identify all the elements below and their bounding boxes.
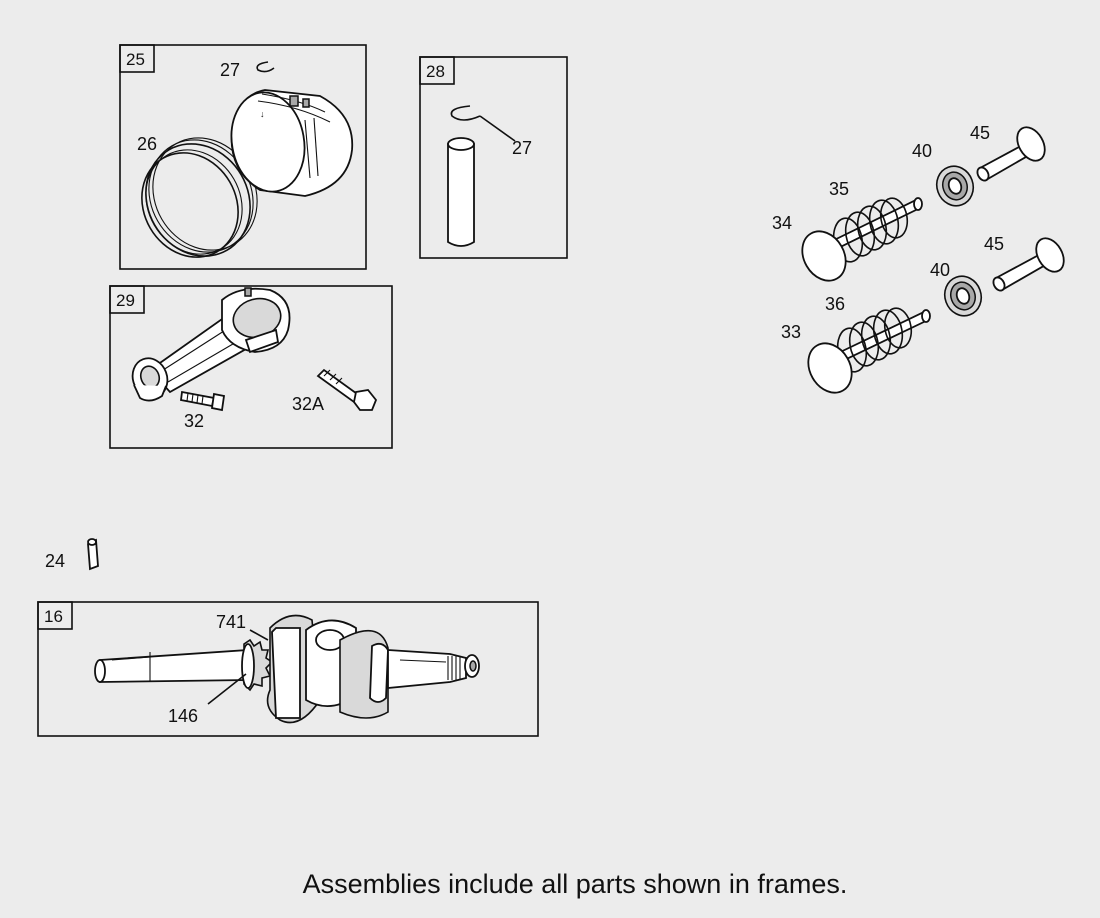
frame-29-number: 29 <box>116 291 135 310</box>
callout-27-piston: 27 <box>220 60 240 80</box>
connecting-rod <box>131 287 291 402</box>
frame-16-number: 16 <box>44 607 63 626</box>
footnote: Assemblies include all parts shown in fr… <box>303 869 848 899</box>
piston-pin <box>447 137 475 247</box>
valve-spring-36 <box>836 307 913 373</box>
frame-28-number: 28 <box>426 62 445 81</box>
pin-circlip <box>450 105 481 121</box>
callout-40-upper: 40 <box>912 141 932 161</box>
circlip-small <box>256 61 275 73</box>
frame-16-border <box>37 601 539 737</box>
piston-arrow-mark: ↓ <box>260 109 265 119</box>
callout-35: 35 <box>829 179 849 199</box>
spring-retainer-40-lower <box>943 275 983 317</box>
rod-bolt-32 <box>180 390 226 412</box>
callout-40-lower: 40 <box>930 260 950 280</box>
callout-32: 32 <box>184 411 204 431</box>
frame-28-pin-assembly: 28 27 <box>419 56 568 259</box>
valve-train-lower: 45 40 36 33 <box>781 234 1065 394</box>
frame-28-border <box>419 56 568 259</box>
frame-25-number-box <box>119 44 155 73</box>
frame-25-piston-assembly: 25 ↓ 27 26 <box>119 44 367 270</box>
frame-25-border <box>119 44 367 270</box>
frame-28-number-box <box>419 56 455 85</box>
callout-34: 34 <box>772 213 792 233</box>
spring-retainer-40-upper <box>935 165 975 207</box>
callout-45-upper: 45 <box>970 123 990 143</box>
rod-bolt-32a <box>316 368 378 411</box>
frame-29-connecting-rod: 29 32 32A <box>109 285 393 449</box>
valve-tappet-45-lower <box>992 237 1065 292</box>
frame-29-border <box>109 285 393 449</box>
callout-27-pin: 27 <box>512 138 532 158</box>
callout-146: 146 <box>168 706 198 726</box>
crankshaft <box>94 614 480 724</box>
valve-33-with-spring-36 <box>807 307 931 394</box>
callout-24: 24 <box>45 551 65 571</box>
callout-45-lower: 45 <box>984 234 1004 254</box>
crank-gear <box>241 638 274 692</box>
valve-train-upper: 45 40 35 34 <box>772 123 1046 282</box>
crank-thread <box>447 656 461 680</box>
callout-36: 36 <box>825 294 845 314</box>
callout-32a: 32A <box>292 394 324 414</box>
frame-16-crankshaft: 16 <box>37 601 539 737</box>
frame-29-number-box <box>109 285 145 314</box>
callout-33: 33 <box>781 322 801 342</box>
leader-27-pin <box>479 115 516 142</box>
frame-25-number: 25 <box>126 50 145 69</box>
callout-26: 26 <box>137 134 157 154</box>
valve-34-with-spring-35 <box>801 197 923 282</box>
frame-16-number-box <box>37 601 73 630</box>
callout-741: 741 <box>216 612 246 632</box>
leader-146 <box>207 673 247 705</box>
valve-tappet-45-upper <box>976 126 1046 182</box>
piston: ↓ <box>230 89 354 197</box>
dowel-pin-24 <box>87 538 99 571</box>
leader-741 <box>249 629 269 641</box>
